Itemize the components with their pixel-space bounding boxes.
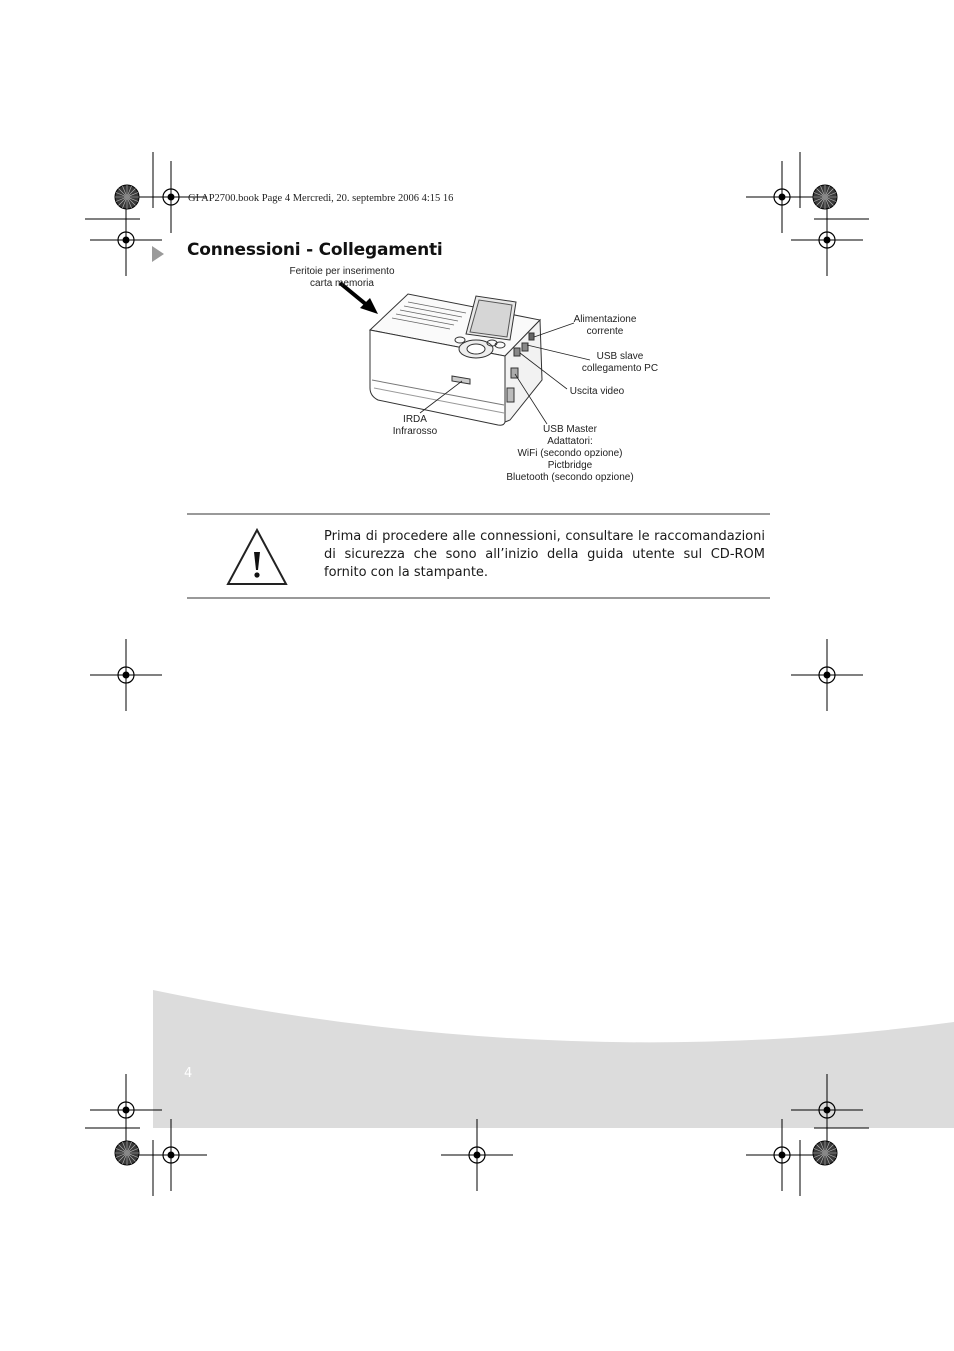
- leader-lines: [419, 322, 591, 425]
- card-slot-arrow: [338, 281, 378, 314]
- label-card-slots-line1: Feritoie per inserimento: [289, 266, 395, 277]
- label-usb-master-line1: USB Master: [543, 424, 597, 435]
- label-power-line1: Alimentazione: [573, 314, 637, 325]
- section-arrow-icon: [152, 246, 164, 262]
- warning-text: Prima di procedere alle connessioni, con…: [324, 529, 765, 580]
- label-irda-line2: Infrarosso: [392, 426, 438, 437]
- file-info-header: GI AP2700.book Page 4 Mercredi, 20. sept…: [188, 193, 454, 204]
- warning-triangle-icon: [226, 527, 288, 585]
- page-number: 4: [184, 1066, 193, 1081]
- label-irda: IRDA Infrarosso: [385, 414, 445, 438]
- label-usb-master-line3: WiFi (secondo opzione): [517, 448, 623, 459]
- page-title: Connessioni - Collegamenti: [187, 240, 443, 260]
- label-usb-slave: USB slave collegamento PC: [578, 351, 662, 375]
- label-card-slots: Feritoie per inserimento carta memoria: [282, 266, 402, 290]
- label-usb-master: USB Master Adattatori: WiFi (secondo opz…: [500, 424, 640, 484]
- label-power: Alimentazione corrente: [560, 314, 650, 338]
- label-irda-line1: IRDA: [403, 414, 427, 425]
- label-video-out: Uscita video: [562, 386, 632, 398]
- label-usb-slave-line1: USB slave: [596, 351, 644, 362]
- label-power-line2: corrente: [586, 326, 624, 337]
- label-video-out-line1: Uscita video: [569, 386, 625, 397]
- footer-band: [153, 990, 954, 1128]
- label-usb-master-line4: Pictbridge: [547, 460, 593, 471]
- printer-illustration: [368, 293, 543, 426]
- label-card-slots-line2: carta memoria: [310, 278, 374, 289]
- label-usb-slave-line2: collegamento PC: [581, 363, 659, 374]
- trim-marks: [85, 152, 869, 1196]
- label-usb-master-line5: Bluetooth (secondo opzione): [506, 472, 634, 483]
- label-usb-master-line2: Adattatori:: [547, 436, 593, 447]
